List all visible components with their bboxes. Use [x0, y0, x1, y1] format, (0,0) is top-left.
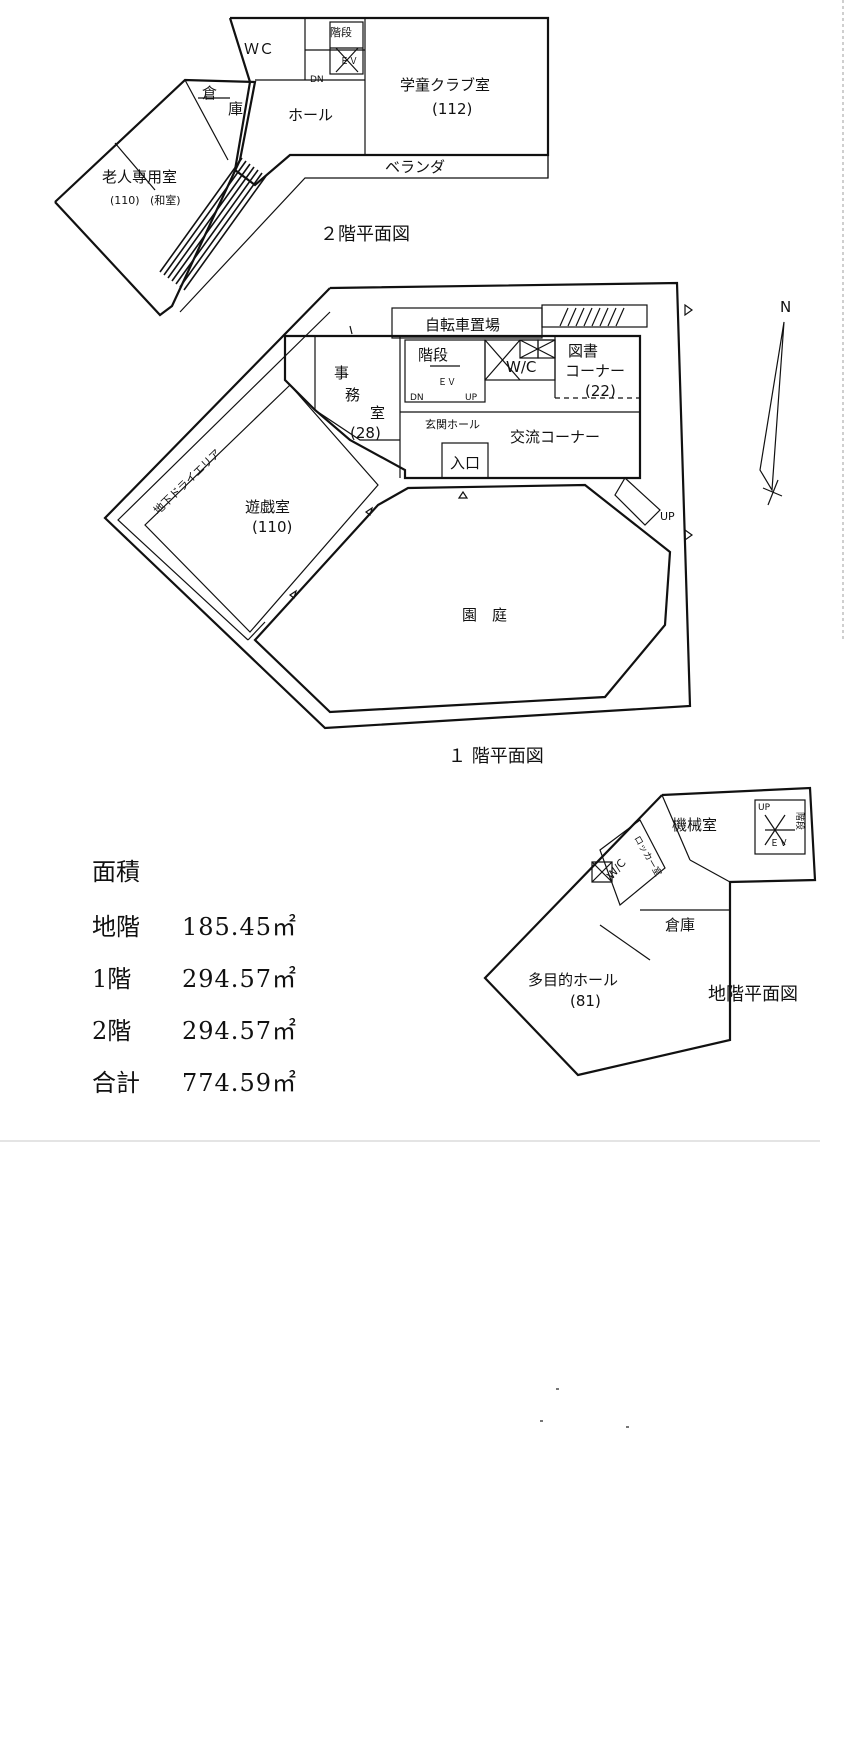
ev-label-b: ＥＶ: [770, 839, 788, 849]
area-row-label: 2階: [92, 1017, 132, 1045]
multipurpose-hall-area: (81): [570, 992, 601, 1010]
area-table: 面積 地階 185.45㎡ 1階 294.57㎡ 2階 294.57㎡ 合計 7…: [92, 852, 297, 1115]
entrance-label: 入口: [450, 454, 480, 472]
scan-right-edge: [842, 0, 844, 640]
area-row-basement: 地階 185.45㎡: [92, 907, 297, 959]
stairs-label-2f: 階段: [330, 25, 352, 39]
tatami-hatch: [159, 157, 267, 291]
library-area: (22): [585, 382, 616, 400]
exchange-corner-label: 交流コーナー: [510, 428, 600, 446]
hall-label-2f: ホール: [288, 106, 333, 124]
first-floor-plan: 自転車置場 階段 ＥＶ DN UP W/C 図書 コーナー (22) 事 務 室…: [103, 281, 694, 767]
elderly-room-label: 老人専用室: [102, 168, 177, 186]
office-label-2: 務: [345, 386, 360, 404]
basement-plan: 機械室 階段 ＥＶ UP ロッカー室 W/C 倉庫 多目的ホール (81) 地階…: [483, 786, 817, 1077]
second-floor-title: ２階平面図: [320, 224, 410, 245]
office-label-1: 事: [334, 364, 349, 382]
library-label: 図書: [568, 342, 598, 360]
elderly-room-area: (110): [110, 194, 140, 207]
basement-title: 地階平面図: [708, 984, 798, 1005]
up-label-1f: UP: [465, 393, 478, 403]
area-row-value: 185.45㎡: [182, 913, 297, 941]
area-row-value: 294.57㎡: [182, 965, 297, 993]
ev-label-1f: ＥＶ: [438, 378, 456, 388]
area-row-label: 合計: [92, 1069, 140, 1097]
dn-label-2f: DN: [310, 75, 324, 85]
machine-room-label: 機械室: [672, 816, 717, 834]
scan-speck: [626, 1426, 629, 1428]
area-row-label: 1階: [92, 965, 132, 993]
stairs-label-b: 階段: [794, 812, 806, 830]
area-row-value: 294.57㎡: [182, 1017, 297, 1045]
bicycle-hatch: [559, 307, 625, 327]
area-heading: 面積: [92, 858, 140, 886]
wc-label-1f: W/C: [506, 358, 536, 376]
veranda-label: ベランダ: [385, 158, 445, 176]
garden-label: 園 庭: [462, 606, 507, 624]
elderly-room-note: (和室): [150, 193, 181, 207]
area-row-1f: 1階 294.57㎡: [92, 959, 297, 1011]
ev-label-2f: ＥＶ: [340, 57, 358, 67]
playroom-label: 遊戯室: [245, 498, 290, 516]
stairs-label-1f: 階段: [418, 346, 448, 364]
scan-speck: [556, 1388, 559, 1390]
library-corner-label: コーナー: [565, 362, 625, 380]
playroom-area: (110): [252, 518, 292, 536]
scan-page-edge: [0, 1140, 820, 1142]
area-row-value: 774.59㎡: [182, 1069, 297, 1097]
dry-area-label: 地下ドライエリア: [151, 447, 223, 517]
area-row-total: 合計 774.59㎡: [92, 1063, 297, 1115]
second-floor-plan: ＷＣ 階段 ＥＶ DN 倉 庫 ホール 学童クラブ室 (112) 老人専用室 (…: [54, 16, 550, 317]
first-floor-title: １ 階平面図: [448, 746, 544, 767]
entrance-hall-label: 玄関ホール: [425, 417, 480, 431]
area-row-2f: 2階 294.57㎡: [92, 1011, 297, 1063]
wc-label-2f: ＷＣ: [244, 40, 274, 58]
storage-label-a-2f: 倉: [202, 84, 217, 102]
area-row-label: 地階: [92, 913, 140, 941]
up-label-b: UP: [758, 803, 771, 813]
north-arrow: N: [759, 298, 791, 506]
scan-speck: [540, 1420, 543, 1422]
office-area: (28): [350, 424, 381, 442]
dn-label-1f: DN: [410, 393, 424, 403]
north-label: N: [780, 298, 791, 316]
office-label-3: 室: [370, 404, 385, 422]
storage-label-b-2f: 庫: [228, 100, 243, 118]
club-room-label: 学童クラブ室: [400, 76, 490, 94]
ramp-up-label: UP: [660, 510, 675, 523]
club-room-area: (112): [432, 100, 472, 118]
bicycle-parking-label: 自転車置場: [425, 316, 500, 334]
multipurpose-hall-label: 多目的ホール: [528, 971, 618, 989]
storage-label-b: 倉庫: [665, 916, 695, 934]
